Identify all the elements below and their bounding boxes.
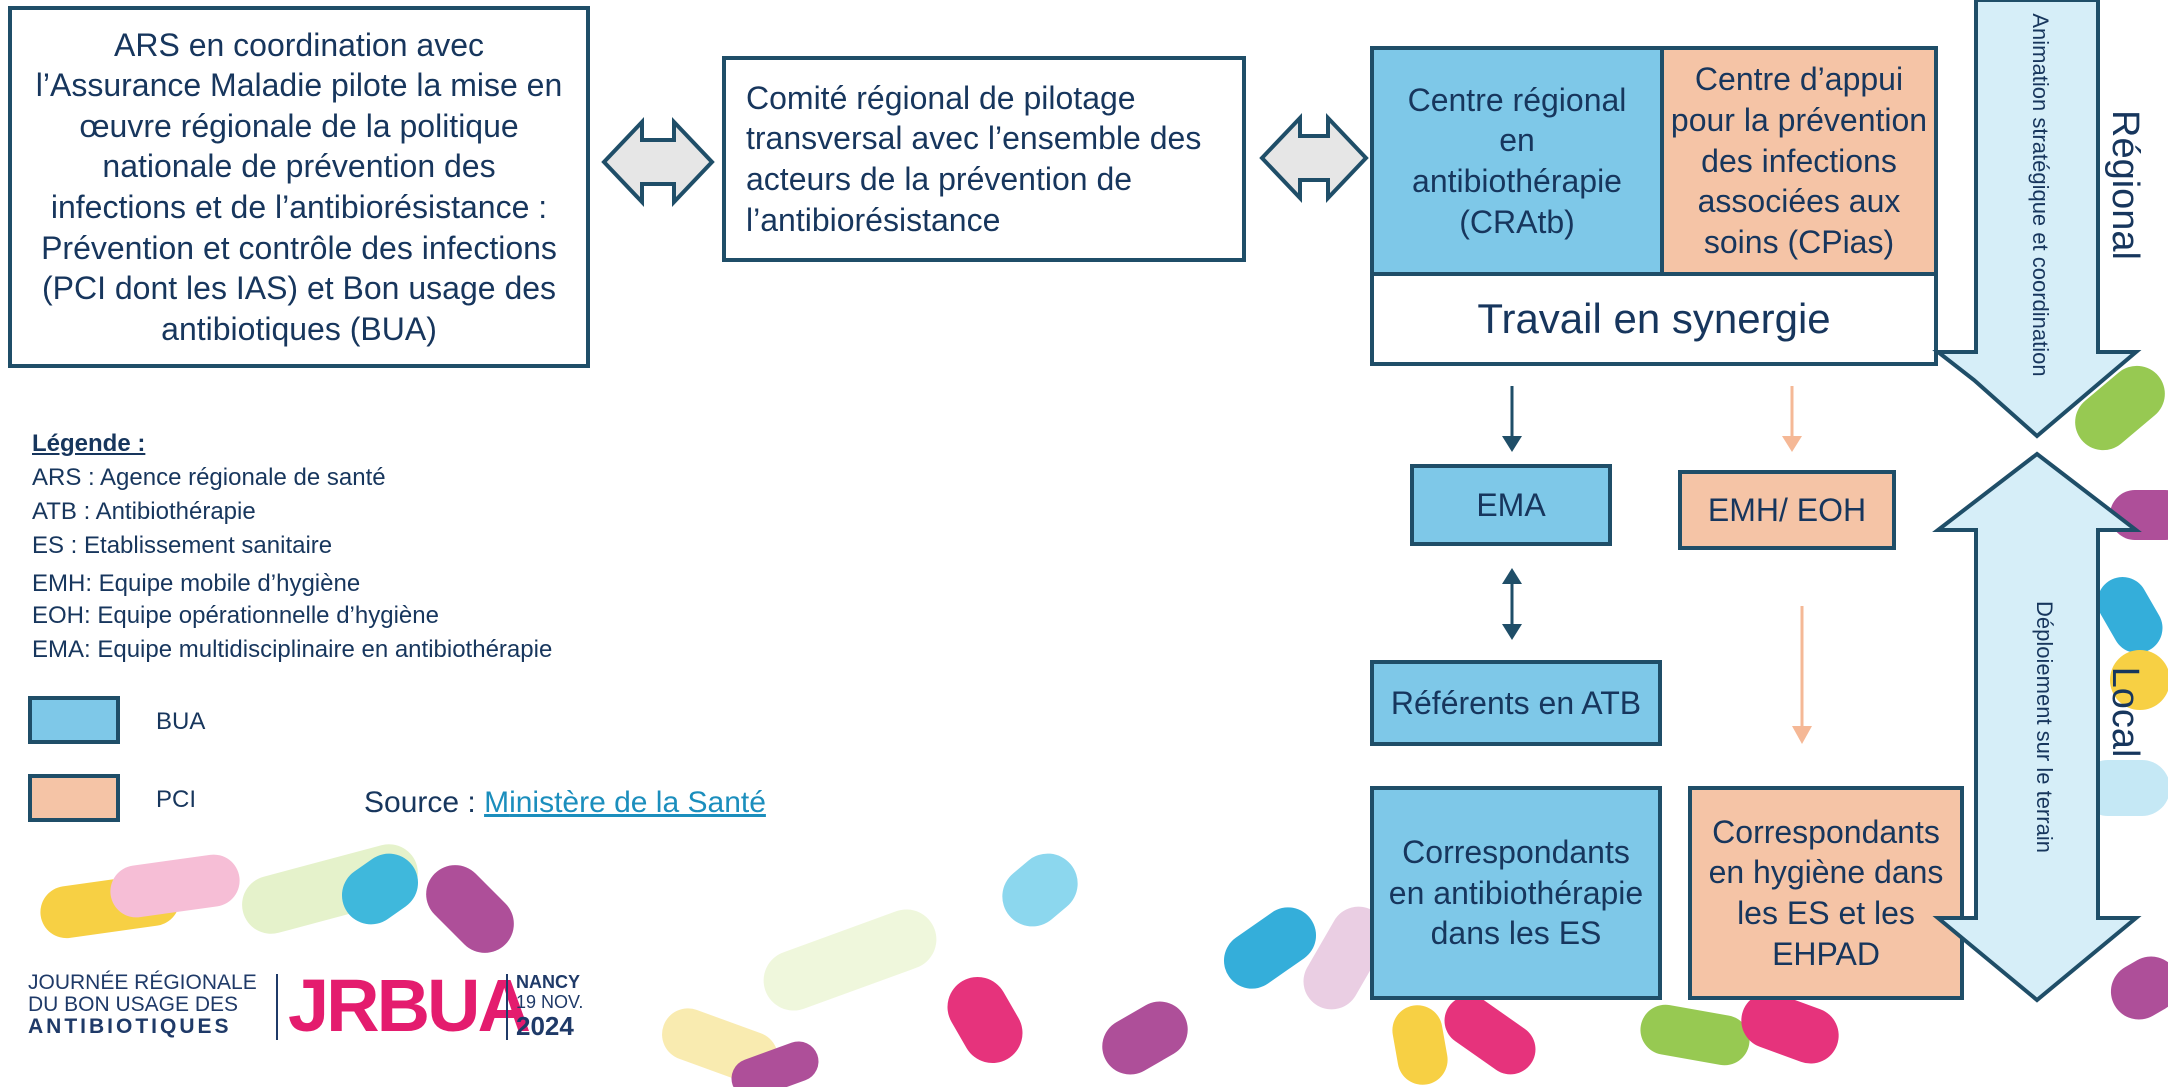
down-arrow-icon (1932, 0, 2142, 439)
cratb-box: Centre régional en antibiothérapie (CRAt… (1370, 46, 1664, 276)
logo-text-block: JOURNÉE RÉGIONALE DU BON USAGE DES ANTIB… (28, 972, 268, 1038)
source-prefix: Source : (364, 786, 485, 819)
synergie-box: Travail en synergie (1370, 272, 1938, 366)
double-vertical-arrow-icon (1932, 451, 2142, 1003)
referents-box: Référents en ATB (1370, 660, 1662, 746)
local-label: Local (2104, 666, 2146, 758)
double-arrow-icon (601, 116, 715, 208)
logo-year: 2024 (516, 1011, 574, 1041)
logo-line-2: DU BON USAGE DES (28, 993, 239, 1016)
logo-date-block: NANCY 19 NOV. 2024 (516, 972, 583, 1040)
legend-label-bua: BUA (156, 708, 206, 735)
logo-line-3: ANTIBIOTIQUES (28, 1015, 232, 1038)
logo-line-1: JOURNÉE RÉGIONALE (28, 971, 257, 994)
legend-line: ATB : Antibiothérapie (32, 498, 256, 525)
legend-label-pci: PCI (156, 786, 197, 813)
legend-line: EMH: Equipe mobile d’hygiène (32, 570, 361, 597)
legend-line: ARS : Agence régionale de santé (32, 464, 386, 491)
legend-line: ES : Etablissement sanitaire (32, 532, 333, 559)
legend-swatch-pci (28, 774, 120, 822)
animation-label: Animation stratégique et coordination (2028, 13, 2053, 377)
logo-divider (506, 974, 508, 1040)
double-arrow-icon (1259, 112, 1369, 204)
source-link[interactable]: Ministère de la Santé (484, 786, 766, 819)
correspondants-hygiene-box: Correspondants en hygiène dans les ES et… (1688, 786, 1964, 1000)
jrbua-logo: JOURNÉE RÉGIONALE DU BON USAGE DES ANTIB… (28, 966, 608, 1046)
regional-label: Régional (2104, 110, 2146, 260)
deploiement-label: Déploiement sur le terrain (2032, 601, 2057, 853)
ema-box: EMA (1410, 464, 1612, 546)
logo-city: NANCY (516, 972, 581, 992)
legend-line: EMA: Equipe multidisciplinaire en antibi… (32, 636, 553, 663)
source-link-first-letter: M (484, 786, 510, 819)
ars-box: ARS en coordination avec l’Assurance Mal… (8, 6, 590, 368)
logo-brand: JRBUA (288, 964, 531, 1047)
source-text: Source : Ministère de la Santé (364, 786, 766, 820)
source-link-text: inistère de la Santé (509, 786, 766, 819)
logo-divider (276, 974, 278, 1040)
logo-date: 19 NOV. (516, 992, 584, 1012)
emh-eoh-box: EMH/ EOH (1678, 470, 1896, 550)
legend-title: Légende : (32, 430, 146, 457)
correspondants-atb-box: Correspondants en antibiothérapie dans l… (1370, 786, 1662, 1000)
legend-line: EOH: Equipe opérationnelle d’hygiène (32, 602, 439, 629)
cpias-box: Centre d’appui pour la prévention des in… (1660, 46, 1938, 276)
legend-swatch-bua (28, 696, 120, 744)
comite-box: Comité régional de pilotage transversal … (722, 56, 1246, 262)
